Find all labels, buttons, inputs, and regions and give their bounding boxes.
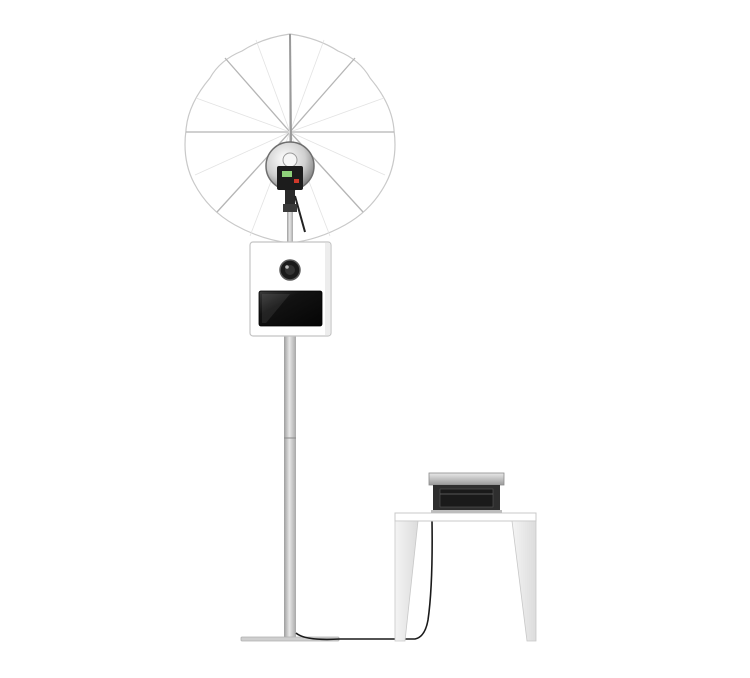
printer-top [428, 472, 505, 486]
flash-mount [285, 190, 295, 204]
flash-display [282, 171, 292, 177]
side-table [394, 512, 537, 642]
stand-clamp [283, 204, 297, 212]
flash-indicator [294, 179, 299, 183]
studio-flash-head [265, 141, 315, 233]
power-cable [295, 519, 433, 641]
photo-printer [428, 472, 505, 513]
table-top [394, 512, 537, 522]
lens-highlight [285, 265, 289, 269]
support-pole [284, 335, 296, 641]
printer-tray [439, 488, 494, 508]
booth-side-shade [325, 243, 330, 335]
booth-touch-screen [258, 290, 323, 327]
screen-reflection [262, 294, 290, 323]
flash-body [277, 166, 303, 190]
flash-tube [282, 152, 298, 168]
flash-handle [294, 195, 306, 233]
support-pole-upper [287, 212, 293, 244]
printer-foot [431, 510, 502, 513]
table-leg-right [511, 520, 537, 642]
umbrella-ribs [186, 34, 394, 243]
photo-booth-box [249, 241, 332, 337]
table-leg-left [394, 520, 419, 642]
